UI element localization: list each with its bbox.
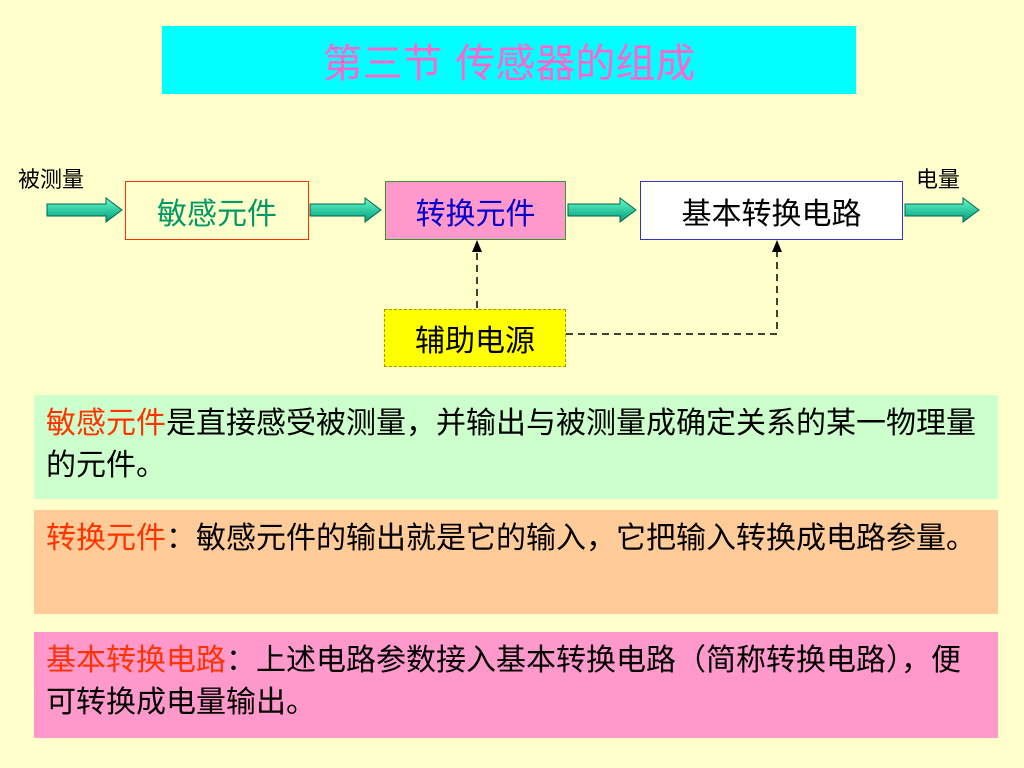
input-arrow: [46, 197, 123, 223]
power-supply-block: 辅助电源: [384, 309, 566, 367]
sensitive-element-label: 敏感元件: [157, 196, 277, 232]
arrow-transform-to-circuit: [567, 197, 637, 223]
desc-circuit-text: 上述电路参数接入基本转换电路（简称转换电路），便可转换成电量输出。: [46, 643, 961, 720]
desc-transform: 转换元件：敏感元件的输出就是它的输入，它把输入转换成电路参量。: [34, 510, 998, 614]
sensitive-element-block: 敏感元件: [125, 181, 309, 240]
desc-circuit-term: 基本转换电路: [46, 643, 226, 678]
block-diagram: [46, 197, 980, 335]
desc-transform-text: 敏感元件的输出就是它的输入，它把输入转换成电路参量。: [196, 521, 976, 556]
basic-circuit-block: 基本转换电路: [640, 181, 903, 240]
title-bar: 第三节 传感器的组成: [162, 26, 856, 94]
page-title: 第三节 传感器的组成: [322, 41, 696, 87]
desc-sensitive-text: 是直接感受被测量，并输出与被测量成确定关系的某一物理量的元件。: [46, 406, 976, 483]
output-label: 电量: [916, 168, 961, 193]
desc-sensitive: 敏感元件是直接感受被测量，并输出与被测量成确定关系的某一物理量的元件。: [34, 395, 998, 499]
power-arrowhead-circuit: [772, 240, 782, 252]
input-label: 被测量: [18, 168, 85, 193]
desc-sensitive-term: 敏感元件: [46, 406, 166, 441]
power-arrowhead-transform: [472, 240, 482, 252]
transform-element-label: 转换元件: [415, 196, 536, 232]
basic-circuit-label: 基本转换电路: [681, 196, 862, 232]
arrow-sensitive-to-transform: [309, 197, 382, 223]
transform-element-block: 转换元件: [385, 181, 566, 240]
desc-circuit-sep: ：: [226, 643, 256, 678]
power-line-to-circuit: [566, 250, 778, 335]
power-supply-label: 辅助电源: [415, 324, 535, 359]
desc-transform-sep: ：: [166, 521, 196, 556]
output-arrow: [904, 197, 980, 223]
desc-circuit: 基本转换电路：上述电路参数接入基本转换电路（简称转换电路），便可转换成电量输出。: [34, 632, 998, 738]
desc-transform-term: 转换元件: [46, 521, 166, 556]
